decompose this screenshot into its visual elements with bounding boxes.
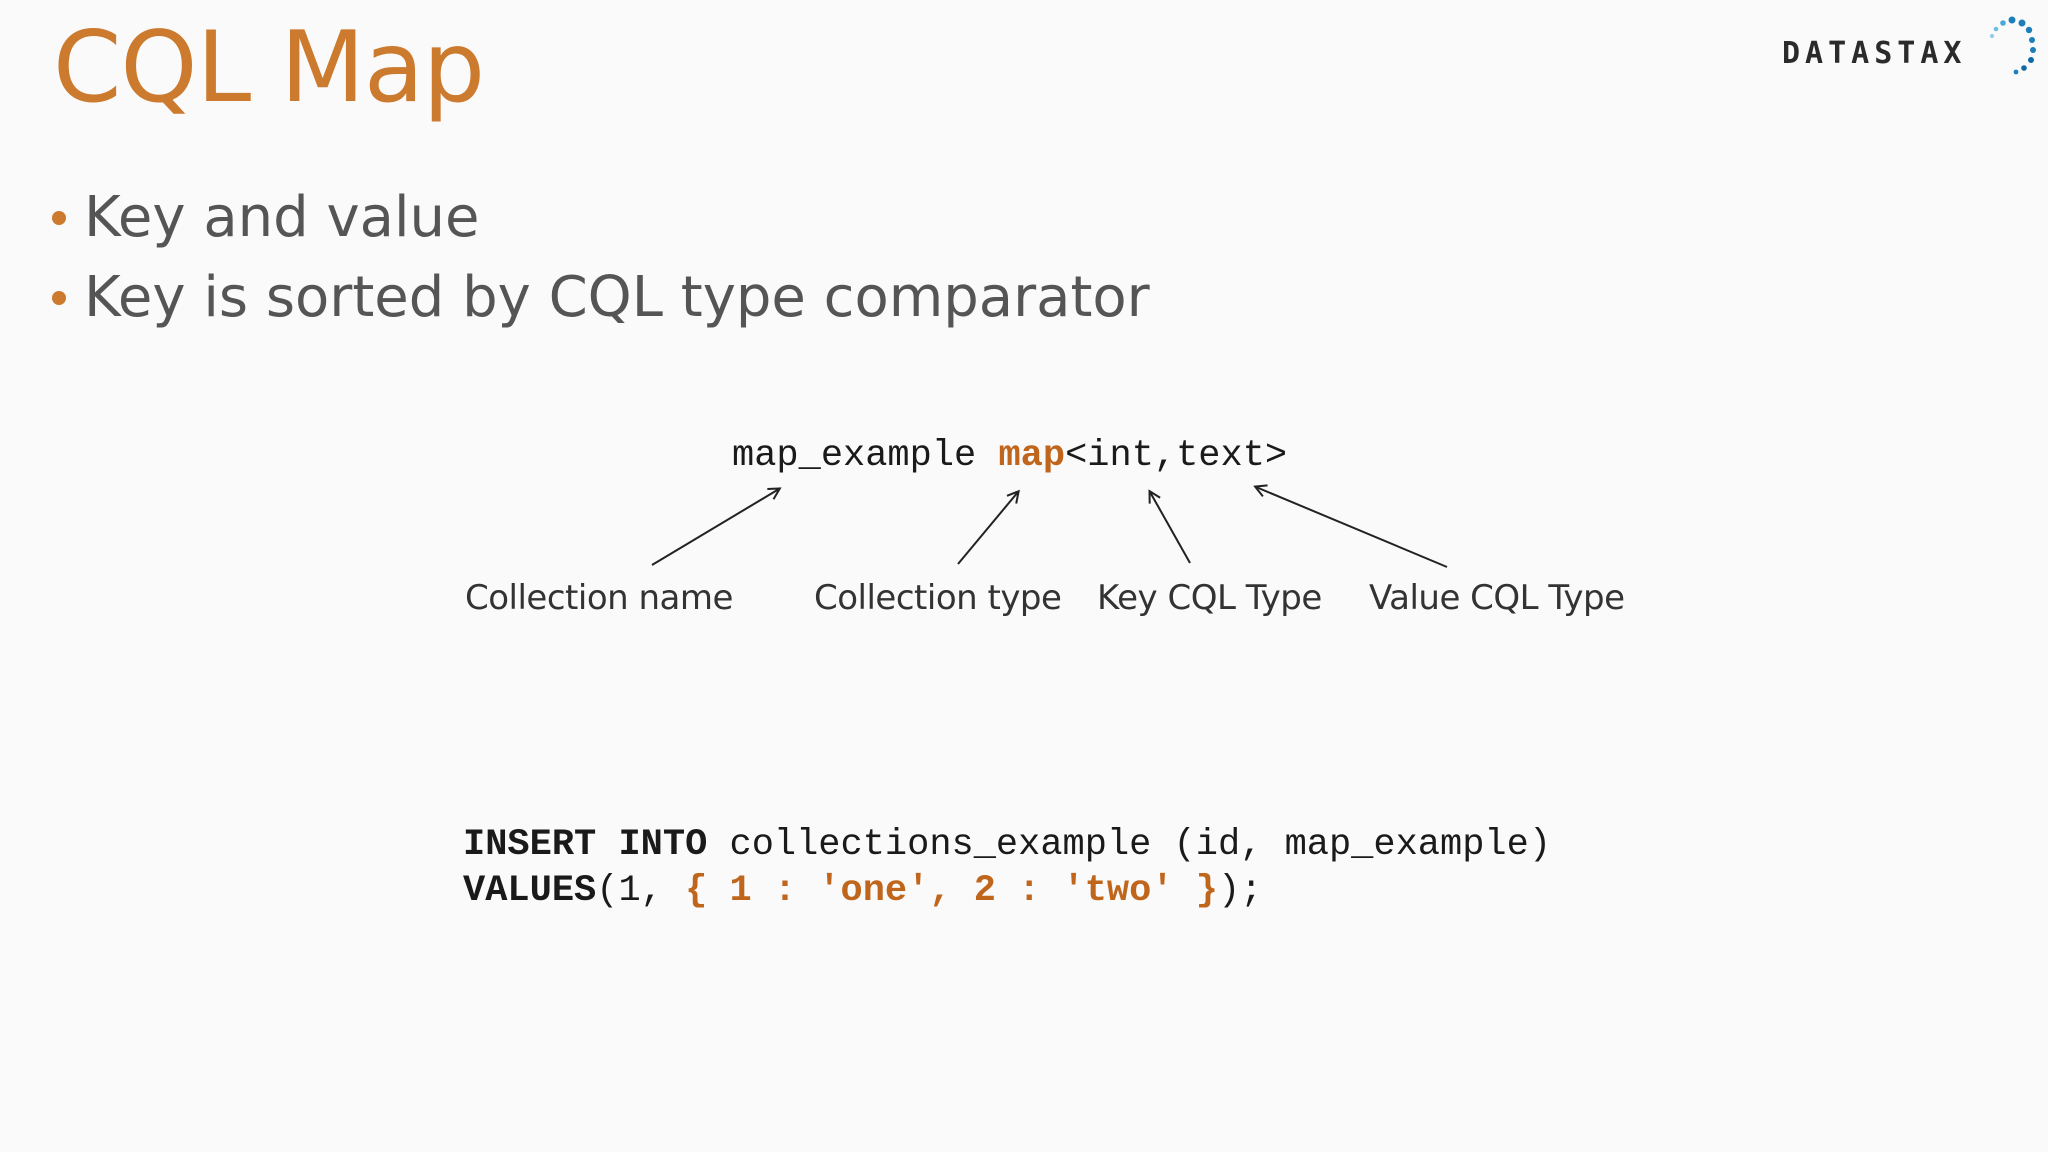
map-declaration: map_example map<int,text> [732,432,1287,480]
logo-wordmark: DATASTAX [1782,36,1967,71]
map-literal: { 1 : 'one', 2 : 'two' } [685,870,1218,912]
values-suffix: ); [1217,870,1263,912]
insert-line-1: INSERT INTO collections_example (id, map… [463,822,1551,868]
declaration-type-args: <int,text> [1065,435,1288,477]
bullet-list: Key and value Key is sorted by CQL type … [52,178,1150,338]
label-collection-type: Collection type [814,578,1062,618]
keyword-values: VALUES [463,870,597,912]
label-value-type: Value CQL Type [1369,578,1625,618]
bullet-dot-icon [52,210,66,225]
arrow-value-type [1256,487,1448,568]
declaration-column-name: map_example [732,435,999,477]
bullet-text: Key and value [84,185,480,250]
label-key-type: Key CQL Type [1097,578,1322,618]
insert-statement: INSERT INTO collections_example (id, map… [463,822,1551,914]
slide-title: CQL Map [53,11,485,125]
label-collection-name: Collection name [465,578,733,618]
values-prefix: (1, [596,870,686,912]
bullet-text: Key is sorted by CQL type comparator [84,265,1150,330]
keyword-insert: INSERT [463,824,597,866]
arrow-collection-type [957,492,1018,565]
bullet-item: Key is sorted by CQL type comparator [52,258,1150,338]
keyword-into: INTO [618,824,708,866]
datastax-logo: DATASTAX [1778,14,2036,78]
logo-dots-icon [1990,16,2036,75]
bullet-dot-icon [52,290,66,305]
arrow-key-type [1150,492,1191,564]
code-space [596,824,618,866]
arrow-collection-name [651,489,779,566]
insert-line-2: VALUES(1, { 1 : 'one', 2 : 'two' }); [463,868,1551,914]
bullet-item: Key and value [52,178,1150,258]
declaration-type-keyword: map [998,435,1066,477]
insert-table-columns: collections_example (id, map_example) [707,824,1552,866]
